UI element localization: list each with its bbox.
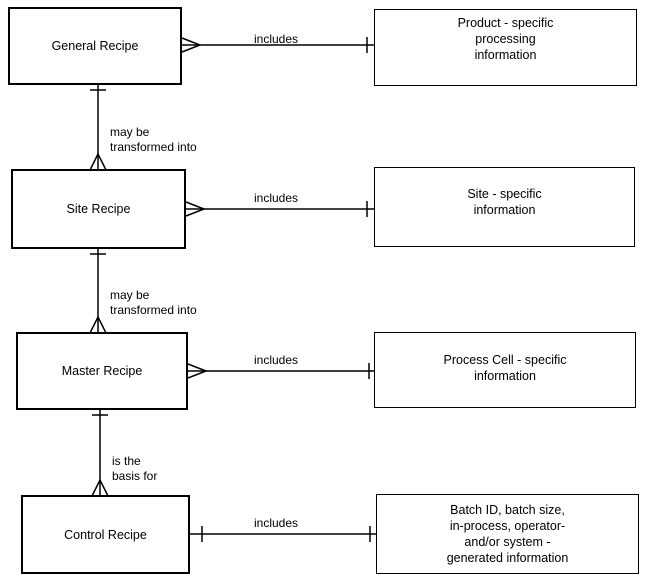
process-cell-info-box: Process Cell - specific information [374, 332, 636, 408]
site-recipe-label: Site Recipe [66, 202, 131, 216]
connector-general-product [181, 37, 374, 53]
connector-master-control [91, 409, 109, 497]
master-recipe-label: Master Recipe [61, 364, 143, 378]
general-recipe-box: General Recipe [8, 7, 182, 85]
control-recipe-label: Control Recipe [64, 527, 147, 542]
basis-label: is the basis for [112, 454, 158, 483]
site-info-box: Site - specific information [374, 167, 635, 247]
transform-label-2: may be transformed into [110, 288, 197, 317]
product-info-label: Product - specific processing informatio… [457, 15, 554, 62]
includes-label-3: includes [254, 353, 299, 367]
batch-info-label: Batch ID, batch size, in-process, operat… [446, 503, 569, 565]
includes-label-1: includes [254, 32, 299, 46]
includes-label-4: includes [254, 516, 299, 530]
site-info-label: Site - specific information [467, 187, 542, 217]
general-recipe-label: General Recipe [51, 39, 139, 53]
transform-label-1: may be transformed into [110, 125, 197, 154]
site-recipe-box: Site Recipe [11, 169, 186, 249]
connector-site-master [89, 248, 107, 334]
connector-general-site [89, 84, 107, 171]
batch-info-box: Batch ID, batch size, in-process, operat… [376, 494, 639, 574]
includes-label-2: includes [254, 191, 299, 205]
master-recipe-box: Master Recipe [16, 332, 188, 410]
process-cell-info-label: Process Cell - specific information [443, 353, 567, 383]
connector-master-processcell [187, 363, 374, 379]
product-info-box: Product - specific processing informatio… [374, 9, 637, 86]
control-recipe-box: Control Recipe [21, 495, 190, 574]
connector-site-siteinfo [185, 201, 374, 217]
connector-control-batch [190, 526, 376, 542]
